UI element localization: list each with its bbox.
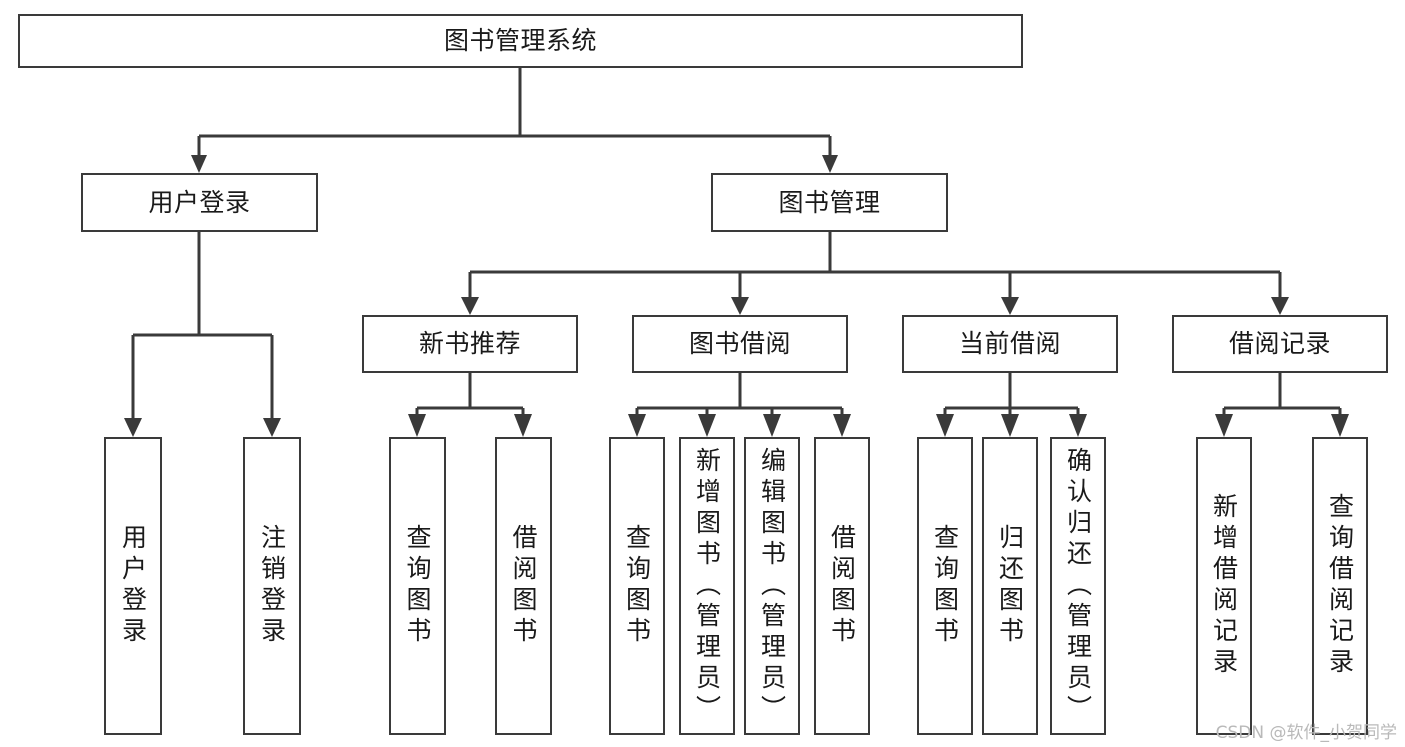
arrow-root-to-userlogin — [191, 155, 207, 173]
leaf-current-return-book-label: 归还图书 — [995, 524, 1025, 648]
node-user-login-label: 用户登录 — [148, 187, 251, 217]
leaf-new-book-query-label: 查询图书 — [403, 524, 432, 648]
leaf-user-login-signout[interactable]: 注销登录 — [243, 437, 301, 735]
leaf-borrow-add-book-admin[interactable]: 新增图书（管理员） — [679, 437, 735, 735]
node-root[interactable]: 图书管理系统 — [18, 14, 1023, 68]
leaf-borrow-borrow-book[interactable]: 借阅图书 — [814, 437, 870, 735]
leaf-new-book-borrow-label: 借阅图书 — [509, 524, 538, 648]
arrow-userlogin-to-leaf1 — [263, 418, 281, 437]
node-user-login[interactable]: 用户登录 — [81, 173, 318, 232]
leaf-current-return-book[interactable]: 归还图书 — [982, 437, 1038, 735]
leaf-borrow-edit-book-admin[interactable]: 编辑图书（管理员） — [744, 437, 800, 735]
arrow-bookmgmt-to-b1 — [731, 297, 749, 315]
leaf-current-query-book-label: 查询图书 — [930, 524, 960, 648]
leaf-user-login-signin[interactable]: 用户登录 — [104, 437, 162, 735]
node-book-borrow-label: 图书借阅 — [688, 329, 791, 359]
node-book-management[interactable]: 图书管理 — [711, 173, 948, 232]
leaf-record-add-record-label: 新增借阅记录 — [1209, 493, 1239, 679]
arrow-borrow-to-leaf2 — [763, 414, 781, 437]
arrow-current-to-leaf1 — [1001, 414, 1019, 437]
leaf-user-login-signin-label: 用户登录 — [118, 524, 148, 648]
leaf-borrow-add-book-admin-label: 新增图书（管理员） — [692, 446, 722, 726]
leaf-borrow-edit-book-admin-label: 编辑图书（管理员） — [757, 446, 787, 726]
arrow-bookmgmt-to-b0 — [461, 297, 479, 315]
arrow-bookmgmt-to-b3 — [1271, 297, 1289, 315]
node-current-borrow-label: 当前借阅 — [958, 329, 1061, 359]
arrow-root-to-bookmgmt — [822, 155, 838, 173]
leaf-current-confirm-return-admin-label: 确认归还（管理员） — [1063, 446, 1093, 726]
leaf-new-book-borrow[interactable]: 借阅图书 — [495, 437, 552, 735]
watermark: CSDN @软件_小贺同学 — [1215, 723, 1397, 743]
node-borrow-record[interactable]: 借阅记录 — [1172, 315, 1388, 373]
leaf-user-login-signout-label: 注销登录 — [257, 524, 287, 648]
leaf-record-add-record[interactable]: 新增借阅记录 — [1196, 437, 1252, 735]
leaf-current-query-book[interactable]: 查询图书 — [917, 437, 973, 735]
arrow-borrow-to-leaf1 — [698, 414, 716, 437]
arrow-newbook-to-leaf0 — [408, 414, 426, 437]
arrow-current-to-leaf2 — [1069, 414, 1087, 437]
leaf-record-query-record-label: 查询借阅记录 — [1325, 493, 1355, 679]
arrow-bookmgmt-to-b2 — [1001, 297, 1019, 315]
node-borrow-record-label: 借阅记录 — [1228, 329, 1331, 359]
arrow-borrow-to-leaf0 — [628, 414, 646, 437]
leaf-current-confirm-return-admin[interactable]: 确认归还（管理员） — [1050, 437, 1106, 735]
node-new-book-recommend-label: 新书推荐 — [418, 329, 521, 359]
arrow-newbook-to-leaf1 — [514, 414, 532, 437]
leaf-record-query-record[interactable]: 查询借阅记录 — [1312, 437, 1368, 735]
arrow-userlogin-to-leaf0 — [124, 418, 142, 437]
arrow-record-to-leaf1 — [1331, 414, 1349, 437]
leaf-borrow-borrow-book-label: 借阅图书 — [827, 524, 857, 648]
node-root-label: 图书管理系统 — [443, 26, 597, 56]
arrow-current-to-leaf0 — [936, 414, 954, 437]
arrow-borrow-to-leaf3 — [833, 414, 851, 437]
leaf-borrow-query-book-label: 查询图书 — [622, 524, 652, 648]
leaf-new-book-query[interactable]: 查询图书 — [389, 437, 446, 735]
node-book-borrow[interactable]: 图书借阅 — [632, 315, 848, 373]
arrow-record-to-leaf0 — [1215, 414, 1233, 437]
node-current-borrow[interactable]: 当前借阅 — [902, 315, 1118, 373]
node-new-book-recommend[interactable]: 新书推荐 — [362, 315, 578, 373]
node-book-management-label: 图书管理 — [778, 187, 881, 217]
leaf-borrow-query-book[interactable]: 查询图书 — [609, 437, 665, 735]
